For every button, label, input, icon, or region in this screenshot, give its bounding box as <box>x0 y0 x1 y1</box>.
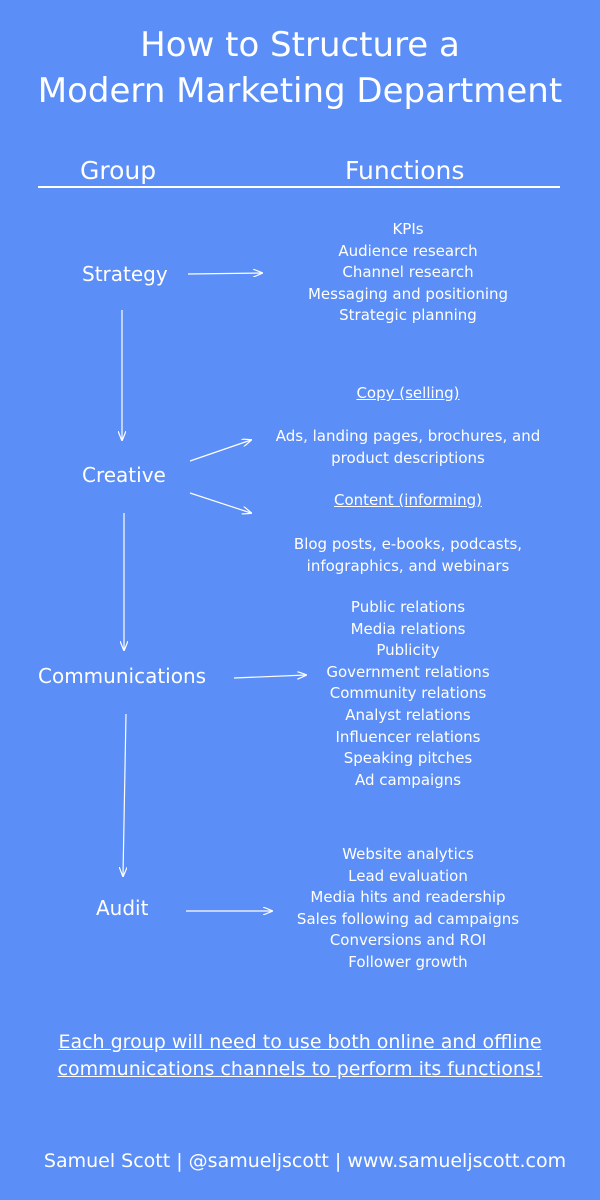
creative-content-functions: Blog posts, e-books, podcasts, infograph… <box>258 534 558 577</box>
function-item: Blog posts, e-books, podcasts, <box>293 535 523 553</box>
function-item: Ads, landing pages, brochures, and <box>275 427 541 445</box>
function-item: Government relations <box>326 662 490 681</box>
function-item: Strategic planning <box>339 306 477 325</box>
column-header-functions: Functions <box>345 156 465 185</box>
strategy-functions: KPIs Audience research Channel research … <box>258 219 558 327</box>
title-line-1: How to Structure a <box>140 25 460 65</box>
title-line-2: Modern Marketing Department <box>37 71 563 111</box>
function-item: Media hits and readership <box>310 888 506 907</box>
creative-copy-heading: Copy (selling) <box>356 384 460 402</box>
function-item: Conversions and ROI <box>329 931 487 950</box>
function-item: Publicity <box>376 641 440 660</box>
group-strategy: Strategy <box>82 262 168 286</box>
function-item: Audience research <box>338 241 478 260</box>
audit-functions: Website analytics Lead evaluation Media … <box>258 844 558 974</box>
author-credit: Samuel Scott | @samueljscott | www.samue… <box>43 1150 567 1172</box>
function-item: infographics, and webinars <box>306 556 510 575</box>
function-item: Influencer relations <box>335 727 481 746</box>
communications-functions: Public relations Media relations Publici… <box>258 597 558 791</box>
arrow-communications-to-audit <box>123 713 126 876</box>
footnote-callout: Each group will need to use both online … <box>0 1029 600 1083</box>
arrow-communications-functions <box>233 675 306 678</box>
group-audit: Audit <box>96 896 149 920</box>
function-item: KPIs <box>392 220 424 238</box>
note-line-2: communications channels to perform its f… <box>57 1058 543 1080</box>
function-item: Follower growth <box>348 952 468 971</box>
function-item: Speaking pitches <box>343 749 473 768</box>
creative-content-heading: Content (informing) <box>334 491 482 509</box>
function-item: Ad campaigns <box>354 770 462 789</box>
function-item: Channel research <box>342 263 474 282</box>
function-item: Sales following ad campaigns <box>296 909 520 928</box>
arrow-strategy-functions <box>187 273 262 274</box>
column-header-group: Group <box>80 156 157 185</box>
function-item: Media relations <box>350 619 466 638</box>
arrow-creative-content <box>189 492 251 513</box>
function-item: Lead evaluation <box>348 866 468 885</box>
function-item: Analyst relations <box>345 705 471 724</box>
function-item: Community relations <box>329 684 487 703</box>
creative-copy-functions: Ads, landing pages, brochures, and produ… <box>258 426 558 469</box>
arrow-creative-copy <box>189 440 251 462</box>
header-divider <box>38 186 560 188</box>
function-item: Public relations <box>350 598 466 616</box>
function-item: Messaging and positioning <box>307 284 509 303</box>
page-title: How to Structure a Modern Marketing Depa… <box>0 22 600 114</box>
group-creative: Creative <box>82 463 166 487</box>
note-line-1: Each group will need to use both online … <box>58 1031 542 1053</box>
function-item: Website analytics <box>342 845 474 863</box>
group-communications: Communications <box>38 664 207 688</box>
function-item: product descriptions <box>331 448 485 467</box>
